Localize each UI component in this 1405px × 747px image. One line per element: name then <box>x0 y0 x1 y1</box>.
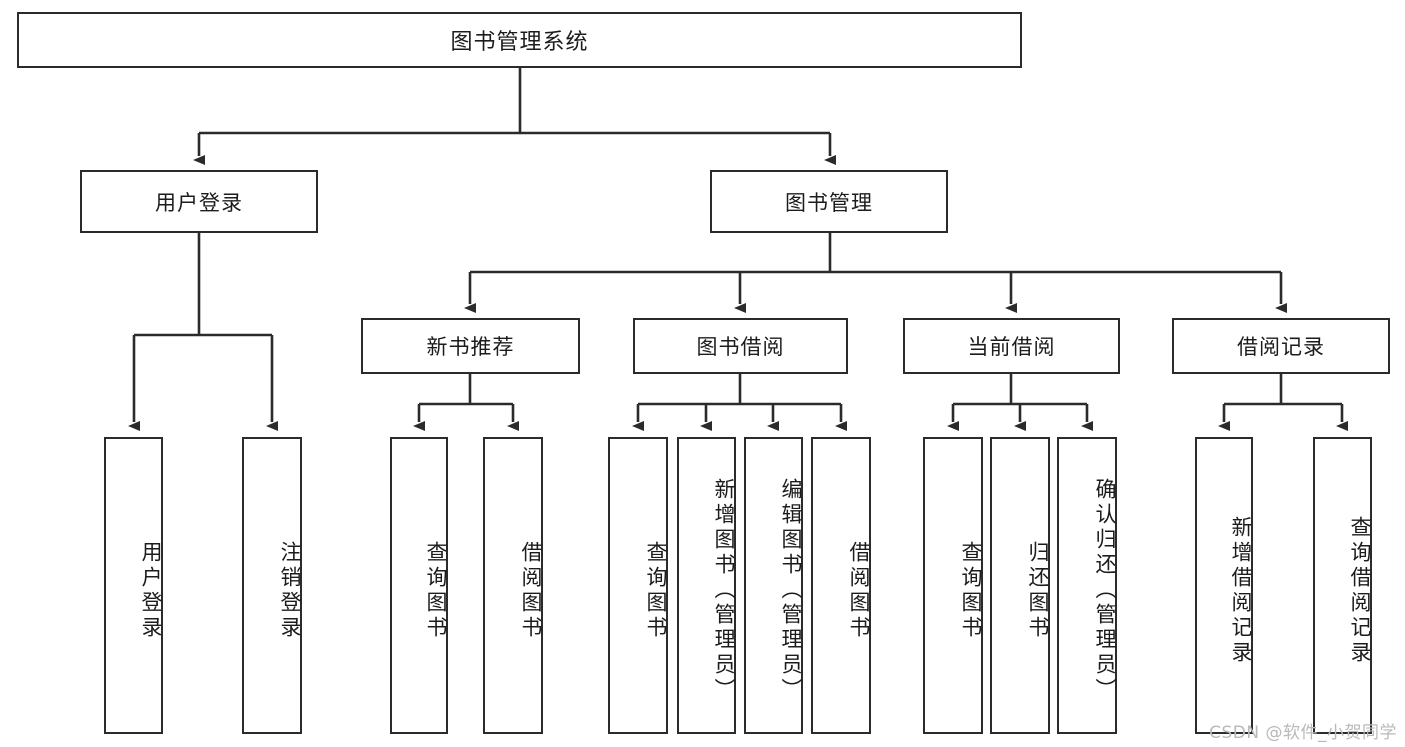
node-current-borrow-label: 当前借阅 <box>967 335 1056 359</box>
node-leaf-confirm-return-label: 确认归还（管理员） <box>1093 478 1117 703</box>
node-leaf-logout-label: 注销登录 <box>278 540 302 641</box>
node-borrow-record-label: 借阅记录 <box>1237 335 1325 359</box>
node-user-login-label: 用户登录 <box>155 190 243 215</box>
node-new-book-recommend-label: 新书推荐 <box>426 335 515 359</box>
node-leaf-add-record-label: 新增借阅记录 <box>1229 515 1253 666</box>
node-root[interactable]: 图书管理系统 <box>17 12 1022 68</box>
node-book-manage-label: 图书管理 <box>785 190 873 215</box>
node-leaf-borrow-book-1[interactable]: 借阅图书 <box>483 437 543 734</box>
node-leaf-add-book[interactable]: 新增图书（管理员） <box>677 437 736 734</box>
node-leaf-borrow-book-2[interactable]: 借阅图书 <box>811 437 871 734</box>
node-leaf-logout[interactable]: 注销登录 <box>242 437 302 734</box>
node-leaf-return-book-label: 归还图书 <box>1026 540 1050 641</box>
node-leaf-edit-book-label: 编辑图书（管理员） <box>779 478 803 703</box>
node-leaf-query-book-2[interactable]: 查询图书 <box>608 437 668 734</box>
node-root-label: 图书管理系统 <box>450 30 589 55</box>
node-leaf-borrow-book-1-label: 借阅图书 <box>519 540 543 641</box>
node-new-book-recommend[interactable]: 新书推荐 <box>361 318 580 374</box>
node-current-borrow[interactable]: 当前借阅 <box>903 318 1120 374</box>
node-leaf-return-book[interactable]: 归还图书 <box>990 437 1050 734</box>
node-borrow-record[interactable]: 借阅记录 <box>1172 318 1390 374</box>
node-leaf-user-login-label: 用户登录 <box>139 540 163 641</box>
watermark-text: CSDN @软件_小贺同学 <box>1209 723 1397 743</box>
node-leaf-query-record[interactable]: 查询借阅记录 <box>1313 437 1372 734</box>
node-user-login[interactable]: 用户登录 <box>80 170 318 233</box>
node-leaf-edit-book[interactable]: 编辑图书（管理员） <box>744 437 803 734</box>
node-leaf-query-book-3-label: 查询图书 <box>959 540 983 641</box>
node-leaf-query-book-1-label: 查询图书 <box>424 540 448 641</box>
node-leaf-query-book-2-label: 查询图书 <box>644 540 668 641</box>
node-book-borrow[interactable]: 图书借阅 <box>633 318 848 374</box>
node-book-borrow-label: 图书借阅 <box>696 335 785 359</box>
node-leaf-add-book-label: 新增图书（管理员） <box>712 478 736 703</box>
node-leaf-query-book-3[interactable]: 查询图书 <box>923 437 983 734</box>
node-leaf-user-login[interactable]: 用户登录 <box>104 437 163 734</box>
node-leaf-borrow-book-2-label: 借阅图书 <box>847 540 871 641</box>
node-book-manage[interactable]: 图书管理 <box>710 170 948 233</box>
node-leaf-confirm-return[interactable]: 确认归还（管理员） <box>1057 437 1117 734</box>
node-leaf-add-record[interactable]: 新增借阅记录 <box>1195 437 1253 734</box>
node-leaf-query-book-1[interactable]: 查询图书 <box>390 437 448 734</box>
node-leaf-query-record-label: 查询借阅记录 <box>1348 515 1372 666</box>
